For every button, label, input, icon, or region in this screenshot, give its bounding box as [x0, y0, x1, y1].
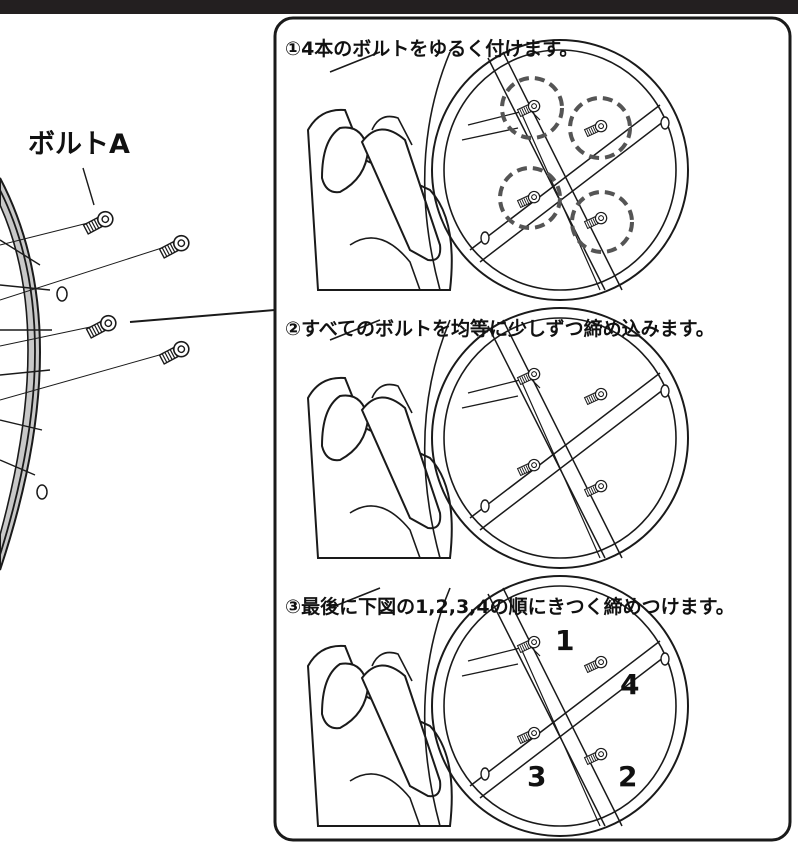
order-number-2: 2 [618, 760, 638, 793]
order-number-1: 1 [555, 624, 575, 657]
step1-illustration [308, 40, 688, 300]
fan-guard-left [0, 167, 193, 571]
top-bar [0, 0, 798, 14]
bolt-a-label: ボルトA [28, 129, 130, 160]
dashed-highlight-circles [498, 76, 634, 254]
callout-panel [273, 16, 792, 842]
order-number-3: 3 [527, 760, 547, 793]
callout-pointer [129, 294, 276, 323]
step1-caption: ①4本のボルトをゆるく付けます。 [285, 38, 579, 60]
step2-caption: ②すべてのボルトを均等に少しずつ締め込みます。 [285, 318, 715, 340]
step3-caption: ③最後に下図の1,2,3,4の順にきつく締めつけます。 [285, 596, 735, 618]
order-number-4: 4 [620, 668, 640, 701]
step2-illustration [308, 308, 688, 568]
